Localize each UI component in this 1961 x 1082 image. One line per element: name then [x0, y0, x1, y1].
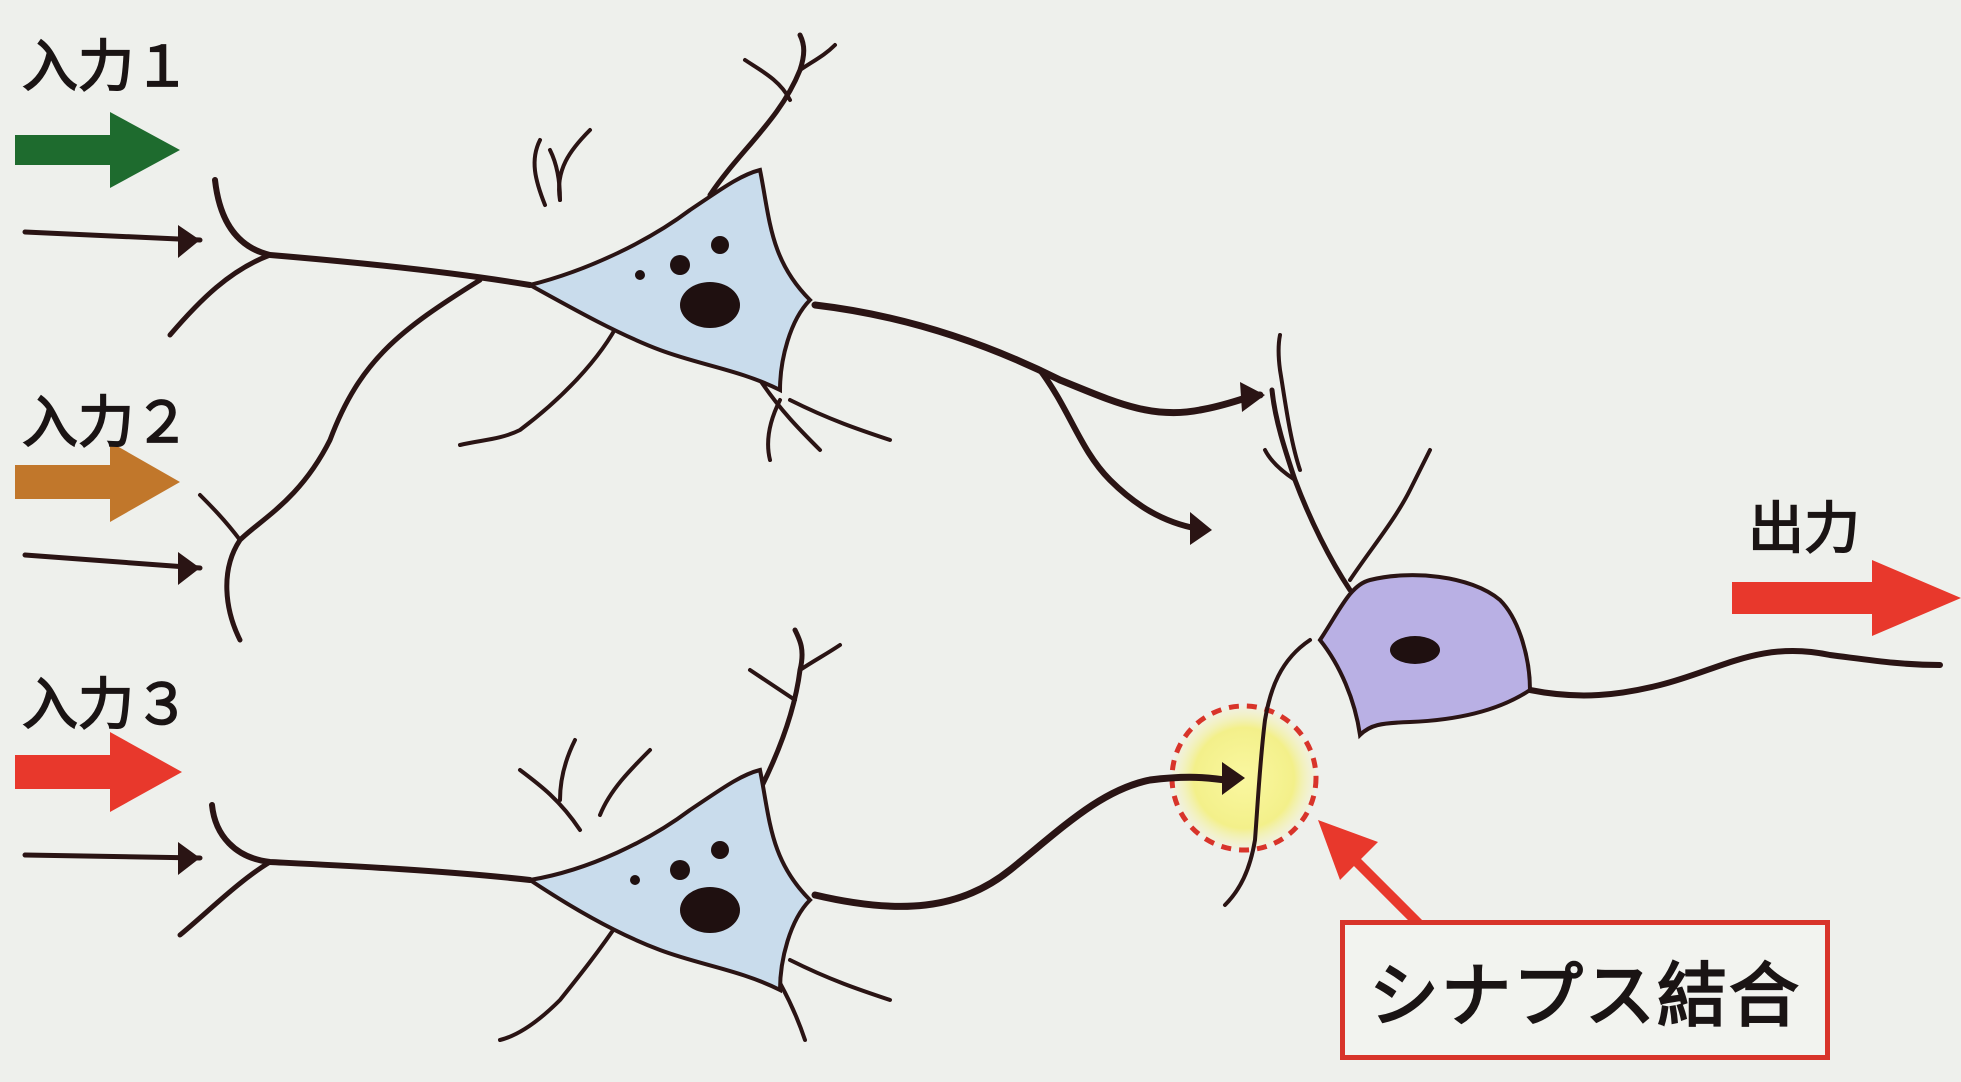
input1-label: 入力１	[22, 22, 190, 103]
neuron2-soma	[530, 770, 810, 990]
neuron1-dendrite	[215, 180, 530, 285]
neuron2-dendrite	[560, 740, 575, 800]
neuron2-dendrite	[790, 960, 890, 1000]
neuron1-dendrite	[460, 320, 620, 445]
input3-label: 入力３	[22, 660, 190, 741]
neuron2-organelle	[630, 875, 640, 885]
neuron1-dendrite	[768, 400, 780, 460]
neuron1-dendrite	[745, 60, 790, 100]
output-label: 出力	[1748, 484, 1860, 565]
neuron1-organelle	[635, 270, 645, 280]
synapse-terminal-icon	[1240, 382, 1265, 412]
neuron1-organelle	[670, 255, 690, 275]
neuron1-axon-branch	[1040, 370, 1205, 530]
input2-fiber	[25, 555, 200, 568]
neuron1-organelle	[711, 236, 729, 254]
neuron1-dendrite	[559, 130, 590, 200]
neuron2-dendrite	[750, 670, 795, 700]
neuron2-dendrite	[180, 862, 270, 935]
synapse-label: シナプス結合	[1369, 940, 1801, 1041]
synapse-terminal-icon	[1190, 512, 1212, 545]
synapse-pointer-arrow-icon	[1318, 820, 1420, 925]
neuron1-nucleus	[680, 282, 740, 328]
neuron1-dendrite	[535, 140, 545, 205]
input3-fiber	[25, 855, 200, 858]
neuron2-dendrite	[500, 920, 620, 1040]
neuron1-soma	[530, 170, 810, 390]
synapse-terminal-icon	[178, 552, 200, 585]
synapse-terminal-icon	[178, 225, 200, 258]
output-neuron-dendrite	[1279, 335, 1301, 470]
neuron2-nucleus	[680, 887, 740, 933]
neuron2-axon	[815, 777, 1225, 906]
output-arrow-icon	[1732, 560, 1961, 636]
neuron1-dendrite	[170, 255, 270, 335]
output-neuron-dendrite	[1350, 450, 1430, 580]
output-neuron-dendrite	[1272, 390, 1350, 590]
synapse-label-box: シナプス結合	[1340, 920, 1830, 1060]
neuron2-organelle	[711, 841, 729, 859]
neuron2-dendrite	[800, 645, 840, 670]
neuron1-dendrite	[227, 280, 480, 640]
neuron2-dendrite	[520, 770, 580, 830]
input3-arrow-icon	[15, 732, 182, 812]
input1-fiber	[25, 232, 200, 240]
neuron1-dendrite	[550, 150, 560, 200]
input1-arrow-icon	[15, 112, 180, 188]
input2-label: 入力２	[22, 378, 190, 459]
output-neuron-axon	[1530, 651, 1940, 696]
neuron2-dendrite	[600, 750, 650, 815]
neuron1-dendrite	[200, 495, 240, 540]
neuron1-axon	[815, 305, 1260, 413]
output-neuron-nucleus	[1390, 636, 1440, 664]
synapse-terminal-icon	[178, 842, 200, 875]
neuron2-organelle	[670, 860, 690, 880]
neuron2-dendrite	[760, 630, 802, 790]
